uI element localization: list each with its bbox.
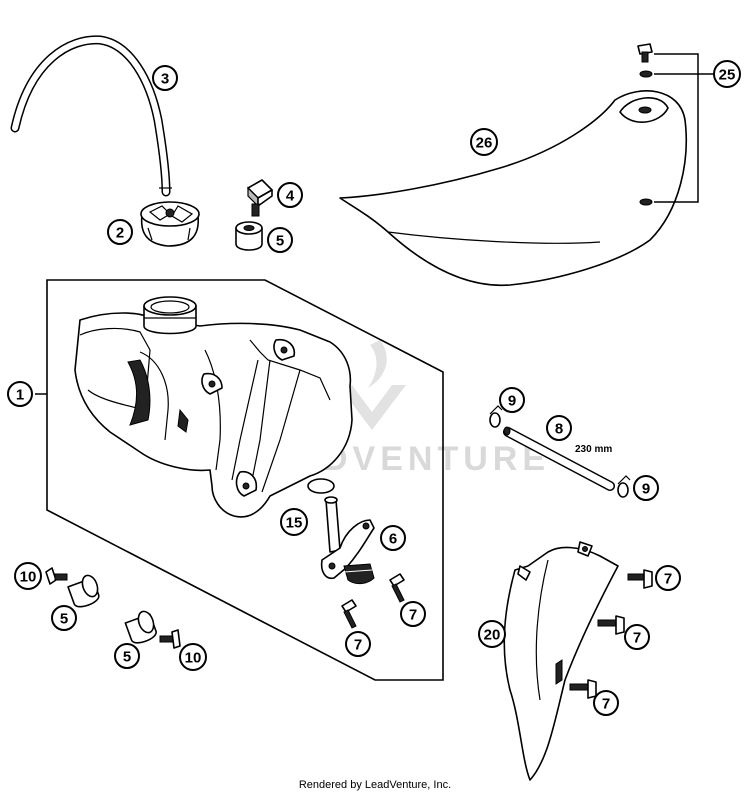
fuel-cap — [140, 201, 200, 247]
callout-7-a: 7 — [400, 601, 426, 627]
svg-text:2: 2 — [116, 225, 124, 242]
spacer-5-top — [235, 221, 263, 251]
callout-6: 6 — [380, 525, 406, 551]
svg-text:5: 5 — [123, 649, 131, 666]
svg-text:7: 7 — [633, 630, 641, 647]
callout-7-d: 7 — [624, 624, 650, 650]
screw-7-b — [389, 573, 405, 603]
hose-length-label: 230 mm — [575, 444, 612, 455]
svg-text:9: 9 — [508, 393, 516, 410]
svg-text:10: 10 — [20, 569, 37, 586]
breather-hose — [10, 35, 172, 197]
callout-1: 1 — [7, 381, 33, 407]
spacer-5-b — [124, 610, 157, 644]
svg-text:7: 7 — [409, 607, 417, 624]
side-panel — [503, 541, 619, 781]
svg-text:5: 5 — [60, 611, 68, 628]
svg-text:26: 26 — [476, 135, 493, 152]
svg-text:7: 7 — [664, 571, 672, 588]
assembly-frame — [46, 279, 444, 681]
footer-credit: Rendered by LeadVenture, Inc. — [299, 779, 451, 791]
svg-text:7: 7 — [354, 637, 362, 654]
screw-7-e — [569, 679, 597, 699]
svg-text:3: 3 — [161, 71, 169, 88]
svg-text:4: 4 — [286, 188, 295, 205]
screw-7-d — [597, 615, 625, 635]
fuel-hose — [503, 426, 615, 491]
callout-7-b: 7 — [345, 631, 371, 657]
hose-clamp-top — [489, 405, 503, 428]
screw-10-a — [45, 567, 68, 585]
seat-bolt — [637, 43, 653, 206]
svg-text:10: 10 — [185, 650, 202, 667]
callout-10-a: 10 — [14, 562, 42, 590]
leader-25 — [654, 53, 714, 203]
callout-8: 8 — [546, 415, 572, 441]
callout-2: 2 — [107, 219, 133, 245]
callout-5-b: 5 — [114, 643, 140, 669]
svg-text:5: 5 — [276, 233, 284, 250]
bolt-4 — [247, 179, 273, 217]
callout-25: 25 — [713, 60, 741, 88]
spacer-5-a — [67, 574, 100, 608]
svg-text:6: 6 — [389, 531, 397, 548]
hose-clamp-bottom — [617, 475, 631, 498]
seat — [339, 90, 688, 287]
callout-5-a: 5 — [51, 605, 77, 631]
callout-9-top: 9 — [499, 387, 525, 413]
svg-text:15: 15 — [286, 515, 303, 532]
svg-text:8: 8 — [555, 421, 563, 438]
callout-10-b: 10 — [179, 643, 207, 671]
screw-10-b — [159, 629, 181, 649]
callout-7-e: 7 — [593, 690, 619, 716]
callout-26: 26 — [470, 128, 498, 156]
callout-3: 3 — [152, 65, 178, 91]
callout-15: 15 — [280, 508, 308, 536]
sealing-ring — [307, 478, 335, 494]
callout-5-top: 5 — [267, 227, 293, 253]
fuel-tap — [320, 496, 375, 585]
callout-20: 20 — [478, 620, 506, 648]
screw-7-c — [627, 569, 653, 589]
svg-text:9: 9 — [642, 481, 650, 498]
svg-text:1: 1 — [16, 387, 24, 404]
callout-9-bottom: 9 — [633, 475, 659, 501]
fuel-tank — [74, 296, 353, 518]
svg-text:25: 25 — [719, 67, 736, 84]
callout-4: 4 — [277, 182, 303, 208]
callout-7-c: 7 — [655, 565, 681, 591]
svg-text:7: 7 — [602, 696, 610, 713]
screw-7-a — [341, 599, 357, 629]
svg-text:20: 20 — [484, 627, 501, 644]
